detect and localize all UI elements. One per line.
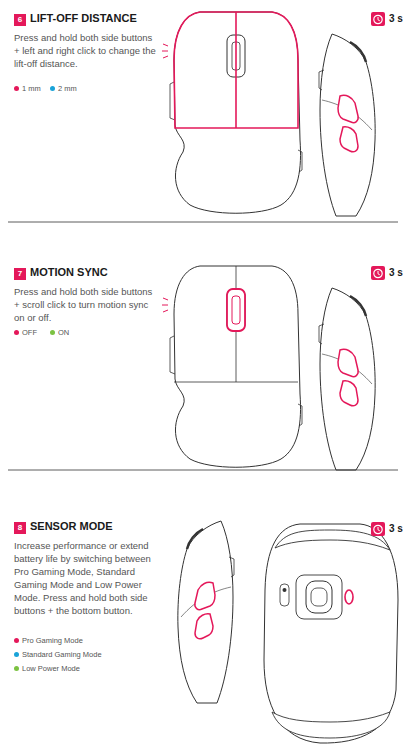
step-badge: 8 — [14, 522, 26, 534]
step-badge: 7 — [14, 268, 26, 280]
hold-time: 3 s — [389, 13, 403, 24]
color-dot — [14, 652, 19, 657]
section-title: MOTION SYNC — [30, 266, 108, 278]
legend-item: Low Power Mode — [14, 664, 80, 673]
legend-item: Pro Gaming Mode — [14, 636, 83, 645]
step-badge: 6 — [14, 14, 26, 26]
color-dot — [14, 638, 19, 643]
legend-text: 2 mm — [58, 84, 77, 93]
color-dot — [50, 330, 55, 335]
color-dot — [14, 86, 19, 91]
color-dot — [50, 86, 55, 91]
legend-text: 1 mm — [22, 84, 41, 93]
instruction-text: Press and hold both side buttons + left … — [14, 31, 160, 70]
step-number: 6 — [18, 15, 22, 24]
section-title: SENSOR MODE — [30, 520, 113, 532]
instruction-text: Press and hold both side buttons + scrol… — [14, 285, 160, 324]
step-number: 7 — [18, 269, 22, 278]
legend-item: OFF — [14, 328, 37, 337]
hold-time: 3 s — [389, 267, 403, 278]
step-number: 8 — [18, 523, 22, 532]
color-dot — [14, 330, 19, 335]
color-dot — [14, 666, 19, 671]
legend-text: Low Power Mode — [22, 664, 80, 673]
legend-item: 2 mm — [50, 84, 77, 93]
instruction-text: Increase performance or extend battery l… — [14, 539, 160, 617]
legend-text: Pro Gaming Mode — [22, 636, 83, 645]
section-title: LIFT-OFF DISTANCE — [30, 12, 137, 24]
legend-text: OFF — [22, 328, 37, 337]
legend-item: 1 mm — [14, 84, 41, 93]
legend-item: Standard Gaming Mode — [14, 650, 102, 659]
hold-time: 3 s — [389, 523, 403, 534]
legend-text: ON — [58, 328, 69, 337]
legend-item: ON — [50, 328, 69, 337]
legend-text: Standard Gaming Mode — [22, 650, 102, 659]
